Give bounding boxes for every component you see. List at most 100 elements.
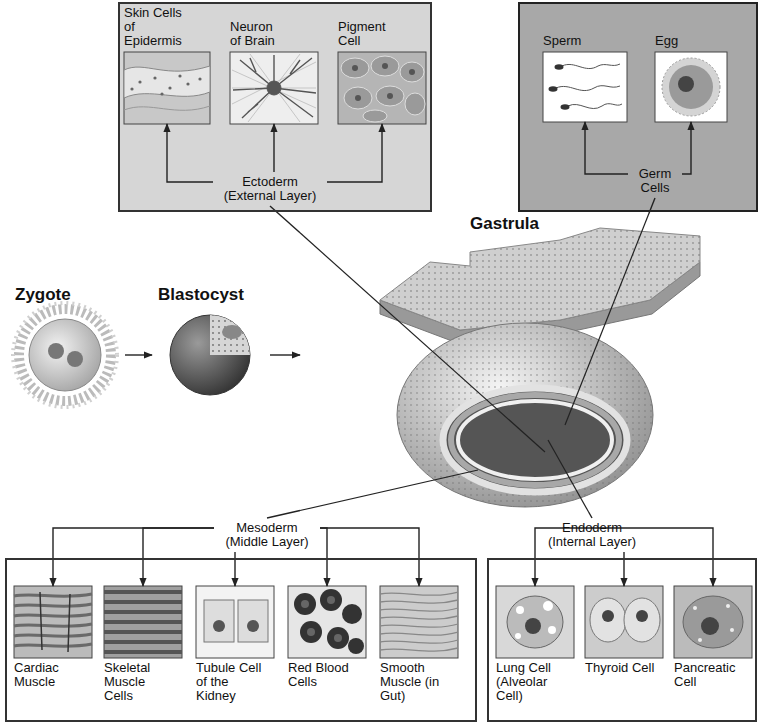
skin-cell-picture-part: [124, 52, 210, 124]
red-blood-cell-picture-part: [348, 638, 364, 654]
egg-picture-part: [662, 58, 720, 116]
lung-cell-picture-part: [496, 586, 574, 658]
connector-arrow: [320, 528, 327, 586]
gastrula-picture-part: [458, 401, 612, 479]
smooth-muscle-picture-part: [380, 586, 458, 658]
leader-line: [548, 440, 589, 512]
smooth-muscle-picture-part-part: [380, 648, 458, 651]
cell-name: Tubule Cell of the Kidney: [196, 661, 270, 703]
pancreatic-cell-picture-part: [693, 606, 697, 610]
cell-name: Smooth Muscle (in Gut): [380, 661, 440, 703]
kidney-tubule-picture-part: [247, 620, 259, 632]
egg-picture: [655, 52, 727, 122]
skeletal-muscle-picture-part-part: [104, 620, 182, 624]
smooth-muscle-picture-part-part: [380, 608, 458, 611]
pigment-cell-picture: [338, 52, 426, 124]
thyroid-cell-picture-part: [624, 598, 660, 642]
lung-cell-picture-part: [507, 596, 563, 648]
panel-fill-part: [118, 2, 432, 212]
cell-name: Pigment Cell: [338, 20, 394, 48]
cell-box: Egg: [655, 34, 727, 122]
red-blood-cell-picture-part: [327, 627, 349, 649]
cell-box: Skin Cells of Epidermis: [124, 6, 210, 124]
kidney-tubule-picture-part: [204, 600, 234, 642]
pigment-cell-picture-part: [338, 52, 426, 124]
gastrula-picture-part: [451, 395, 619, 485]
zygote-picture-part: [13, 303, 117, 407]
layer-panel: Cardiac MuscleSkeletal Muscle CellsTubul…: [5, 558, 477, 722]
connector-arrow: [327, 124, 382, 182]
pancreatic-cell-picture-part: [701, 617, 719, 635]
kidney-tubule-picture-part: [196, 586, 274, 658]
cell-name: Pancreatic Cell: [674, 661, 740, 689]
connector-arrow: [585, 122, 628, 174]
egg-picture-part: [678, 76, 694, 92]
egg-picture-part: [655, 52, 727, 122]
neuron-picture-part: [232, 54, 316, 122]
red-blood-cell-picture-part: [320, 589, 342, 611]
skeletal-muscle-picture-part-part: [104, 640, 182, 644]
cardiac-muscle-picture-part-part: [14, 634, 92, 636]
stage-heading: Zygote: [15, 285, 125, 305]
blastocyst-picture-part: [170, 315, 250, 395]
layer-name: Germ Cells: [631, 167, 679, 195]
pigment-cell-picture-part: [371, 56, 399, 76]
layer-label: Endoderm (Internal Layer): [535, 518, 649, 552]
connector-arrow: [143, 528, 214, 586]
gastrula-picture-part: [443, 388, 627, 492]
pancreatic-cell-picture-part: [698, 638, 702, 642]
cell-box: Pancreatic Cell: [674, 586, 752, 689]
cardiac-muscle-picture-part: [40, 592, 70, 652]
sperm-picture-part: [549, 86, 558, 92]
panel-fill-part: [518, 2, 758, 212]
cell-box: Pigment Cell: [338, 20, 426, 124]
layer-label: Mesoderm (Middle Layer): [214, 518, 320, 552]
pigment-cell-picture-part: [405, 93, 425, 115]
smooth-muscle-picture-part-part: [380, 600, 458, 603]
smooth-muscle-picture-part-part: [380, 624, 458, 627]
sperm-picture: [543, 52, 627, 122]
red-blood-cell-picture: [288, 586, 366, 658]
egg-picture-part: [669, 65, 713, 109]
pigment-cell-picture-part: [382, 63, 388, 69]
zygote-picture-part: [48, 343, 64, 359]
sperm-picture-part: [556, 64, 622, 109]
cell-box: Cardiac Muscle: [14, 586, 92, 689]
sperm-picture-part: [561, 104, 570, 110]
thyroid-cell-picture-part: [636, 610, 648, 622]
pigment-cell-picture-part: [409, 69, 415, 75]
cardiac-muscle-picture-part-part: [14, 624, 92, 626]
red-blood-cell-picture-part: [342, 604, 362, 624]
sperm-picture-part-part: [568, 104, 622, 109]
cell-name: Neuron of Brain: [230, 20, 286, 48]
cell-box: Neuron of Brain: [230, 20, 318, 124]
cardiac-muscle-picture-part-part: [14, 644, 92, 646]
skin-cell-picture-part: [198, 77, 201, 80]
lung-cell-picture-part: [525, 618, 541, 634]
thyroid-cell-picture-part: [590, 598, 626, 642]
stage-figure: Zygote: [10, 285, 125, 425]
pigment-cell-picture-part: [355, 95, 361, 101]
cardiac-muscle-picture-part-part: [14, 614, 92, 616]
connector-arrow: [320, 528, 419, 586]
connector-arrow: [270, 354, 300, 355]
connector-arrow: [167, 124, 213, 182]
skeletal-muscle-picture-part-part: [104, 610, 182, 614]
red-blood-cell-picture-part: [334, 634, 342, 642]
layer-panel: Skin Cells of Epidermis Neuron of Brain Pi…: [118, 2, 432, 212]
gastrula-picture: [380, 228, 700, 507]
stage-heading: Gastrula: [470, 214, 705, 234]
pancreatic-cell-picture-part: [674, 586, 752, 658]
connector-line: [589, 512, 592, 518]
skeletal-muscle-picture-part-part: [104, 630, 182, 634]
thyroid-cell-picture-part: [585, 586, 663, 658]
zygote-picture-part: [67, 351, 83, 367]
skeletal-muscle-picture: [104, 586, 182, 658]
sperm-picture-part-part: [556, 86, 620, 91]
panel-fill: [5, 2, 758, 722]
lung-cell-picture-part: [516, 606, 524, 614]
layer-name: Endoderm (Internal Layer): [538, 521, 646, 549]
leader-line: [300, 233, 545, 452]
